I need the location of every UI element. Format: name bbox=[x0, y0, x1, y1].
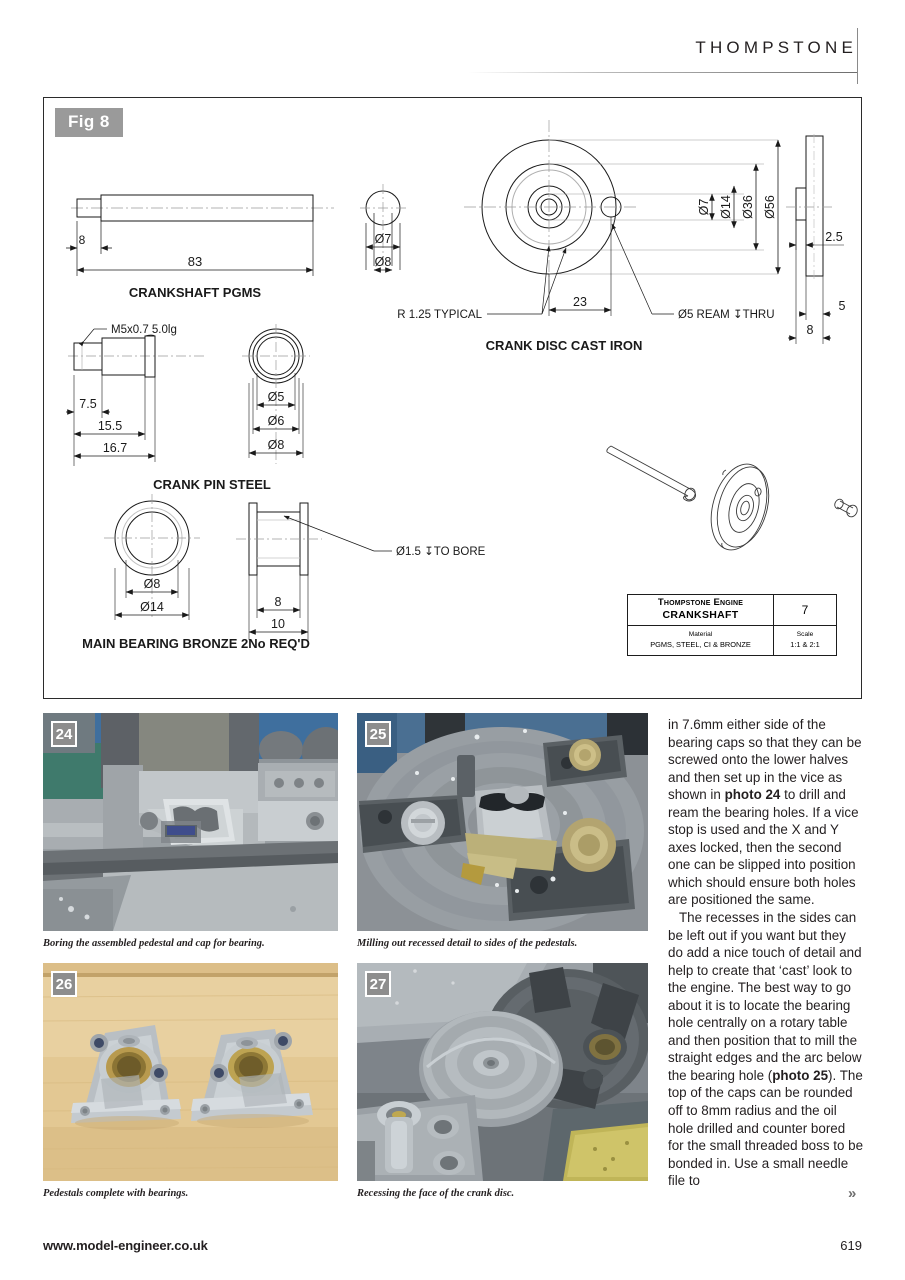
svg-text:10: 10 bbox=[271, 617, 285, 631]
body-paragraph-1: in 7.6mm either side of the bearing caps… bbox=[668, 716, 864, 909]
tool-holder bbox=[357, 1095, 483, 1181]
photo-27-badge: 27 bbox=[365, 971, 391, 997]
svg-text:Ø8: Ø8 bbox=[144, 577, 161, 591]
drawing-title-block: Thompstone Engine CRANKSHAFT 7 Material … bbox=[627, 594, 837, 656]
crank-disc-workpiece bbox=[419, 1011, 563, 1127]
photo-26: 26 bbox=[43, 963, 338, 1181]
photo-24-image bbox=[43, 713, 338, 931]
technical-drawing-svg: 8 83 CRANKSHAFT PGMS bbox=[66, 120, 858, 651]
p2-part3: ). The top of the caps can be rounded of… bbox=[668, 1067, 864, 1189]
svg-text:8: 8 bbox=[79, 233, 86, 247]
title-block-number: 7 bbox=[801, 602, 809, 617]
svg-text:16.7: 16.7 bbox=[103, 441, 127, 455]
material-value: PGMS, STEEL, CI & BRONZE bbox=[650, 639, 751, 649]
title-block-number-cell: 7 bbox=[774, 595, 836, 625]
svg-text:5: 5 bbox=[839, 299, 846, 313]
svg-text:Ø5: Ø5 bbox=[268, 390, 285, 404]
svg-text:Ø56: Ø56 bbox=[763, 195, 777, 219]
crankshaft-end-view: Ø7 Ø8 bbox=[360, 184, 406, 273]
crank-pin-end-view: Ø5 Ø6 Ø8 bbox=[242, 324, 310, 464]
photo-27-caption: Recessing the face of the crank disc. bbox=[357, 1188, 515, 1199]
photo-27-image bbox=[357, 963, 648, 1181]
svg-text:Ø36: Ø36 bbox=[741, 195, 755, 219]
svg-text:Ø5 REAM ↧THRU: Ø5 REAM ↧THRU bbox=[678, 309, 775, 321]
svg-text:CRANK PIN STEEL: CRANK PIN STEEL bbox=[153, 477, 271, 492]
photo-24: 24 bbox=[43, 713, 338, 931]
photo-25-badge: 25 bbox=[365, 721, 391, 747]
photo-24-caption: Boring the assembled pedestal and cap fo… bbox=[43, 938, 265, 949]
title-block-name: Thompstone Engine CRANKSHAFT bbox=[628, 595, 774, 625]
svg-text:Ø6: Ø6 bbox=[268, 414, 285, 428]
p2-part1: The recesses in the sides can be left ou… bbox=[668, 910, 862, 1083]
pedestal-right bbox=[191, 1029, 313, 1121]
svg-text:Ø14: Ø14 bbox=[719, 195, 733, 219]
svg-text:83: 83 bbox=[188, 254, 202, 269]
svg-text:8: 8 bbox=[275, 595, 282, 609]
svg-text:8: 8 bbox=[807, 323, 814, 337]
title-block-material-cell: Material PGMS, STEEL, CI & BRONZE bbox=[628, 625, 774, 655]
photo-26-caption: Pedestals complete with bearings. bbox=[43, 1188, 189, 1199]
svg-text:MAIN BEARING BRONZE 2No REQ'D: MAIN BEARING BRONZE 2No REQ'D bbox=[82, 636, 310, 651]
photo-25-caption: Milling out recessed detail to sides of … bbox=[357, 938, 578, 949]
svg-text:Ø7: Ø7 bbox=[697, 199, 711, 216]
photo-26-badge: 26 bbox=[51, 971, 77, 997]
photo-25-image bbox=[357, 713, 648, 931]
header-title: THOMPSTONE bbox=[695, 38, 857, 57]
crank-pin-side-view: M5x0.7 5.0lg 7.5 15.5 16.7 CRANK PIN ST bbox=[66, 324, 271, 492]
svg-text:2.5: 2.5 bbox=[825, 230, 842, 244]
svg-text:M5x0.7 5.0lg: M5x0.7 5.0lg bbox=[111, 324, 177, 336]
svg-text:7.5: 7.5 bbox=[79, 397, 96, 411]
svg-text:CRANK DISC CAST IRON: CRANK DISC CAST IRON bbox=[486, 338, 643, 353]
svg-text:Ø1.5 ↧TO BORE: Ø1.5 ↧TO BORE bbox=[396, 546, 486, 558]
svg-text:Ø8: Ø8 bbox=[375, 255, 392, 269]
main-bearing-section-view: Ø1.5 ↧TO BORE 8 10 bbox=[236, 502, 486, 640]
svg-text:23: 23 bbox=[573, 295, 587, 309]
svg-text:15.5: 15.5 bbox=[98, 419, 122, 433]
title-block-scale-cell: Scale 1:1 & 2:1 bbox=[774, 626, 836, 656]
article-body-column: in 7.6mm either side of the bearing caps… bbox=[668, 716, 864, 1190]
svg-text:Ø14: Ø14 bbox=[140, 600, 164, 614]
title-block-engine-name: Thompstone Engine bbox=[657, 597, 744, 609]
p2-photo-ref: photo 25 bbox=[772, 1067, 829, 1083]
crank-disc-side-view: 2.5 5 8 bbox=[786, 134, 846, 344]
footer-page-number: 619 bbox=[840, 1238, 862, 1253]
crankshaft-view: 8 83 CRANKSHAFT PGMS bbox=[66, 194, 334, 300]
page-header: THOMPSTONE bbox=[0, 0, 905, 92]
svg-text:R 1.25 TYPICAL: R 1.25 TYPICAL bbox=[397, 309, 482, 321]
footer-website-url[interactable]: www.model-engineer.co.uk bbox=[43, 1238, 208, 1253]
scale-value: 1:1 & 2:1 bbox=[790, 639, 820, 649]
photo-24-badge: 24 bbox=[51, 721, 77, 747]
isometric-views bbox=[606, 445, 858, 551]
photo-26-image bbox=[43, 963, 338, 1181]
figure-badge: Fig 8 bbox=[55, 108, 123, 137]
svg-text:Ø8: Ø8 bbox=[268, 438, 285, 452]
photo-25: 25 bbox=[357, 713, 648, 931]
photo-27: 27 bbox=[357, 963, 648, 1181]
scale-label: Scale bbox=[796, 631, 814, 639]
figure-8-drawing-frame: Fig 8 bbox=[43, 97, 862, 699]
body-paragraph-2: The recesses in the sides can be left ou… bbox=[668, 909, 864, 1190]
header-rule bbox=[468, 72, 858, 73]
p1-part3: to drill and ream the bearing holes. If … bbox=[668, 787, 859, 908]
crank-disc-front-view: Ø7 Ø14 Ø36 Ø56 23 bbox=[397, 120, 781, 353]
continuation-arrow-icon: » bbox=[848, 1185, 857, 1202]
svg-text:Ø7: Ø7 bbox=[375, 232, 392, 246]
main-bearing-end-view: Ø8 Ø14 MAIN BEARING BRONZE 2No REQ'D bbox=[82, 494, 310, 651]
p1-photo-ref: photo 24 bbox=[724, 787, 781, 803]
svg-text:CRANKSHAFT PGMS: CRANKSHAFT PGMS bbox=[129, 285, 261, 300]
title-block-part-name: CRANKSHAFT bbox=[662, 609, 739, 622]
pedestal-left bbox=[71, 1025, 181, 1123]
p1-part1: in 7.6mm either side of the bearing caps… bbox=[668, 717, 862, 803]
header-tick bbox=[857, 28, 858, 84]
material-label: Material bbox=[688, 631, 713, 639]
